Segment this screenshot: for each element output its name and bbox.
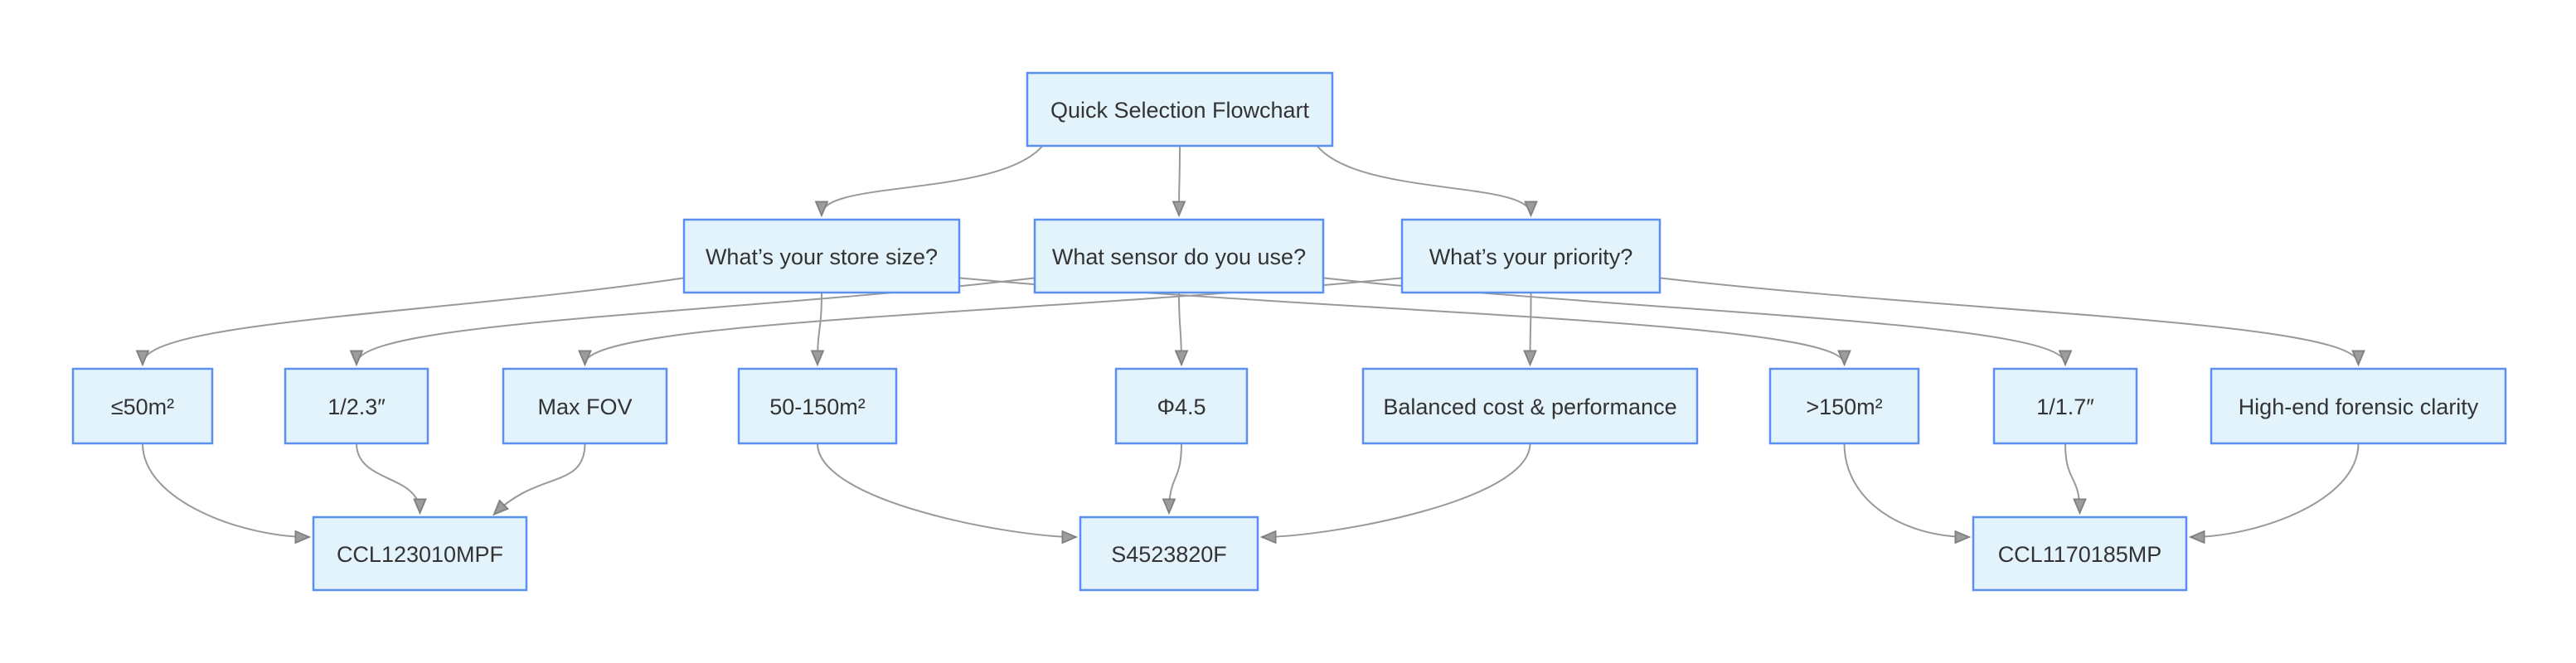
flowchart-edge-opt_1_23-to-prod_ccl123: [356, 443, 427, 515]
flowchart-node-root: Quick Selection Flowchart: [1026, 71, 1334, 148]
flowchart-node-opt_balanced: Balanced cost & performance: [1361, 367, 1699, 445]
node-label-opt_50_150: 50-150m²: [769, 394, 866, 419]
flowchart-node-opt_50_150: 50-150m²: [737, 367, 898, 445]
node-label-opt_gt150: >150m²: [1806, 394, 1882, 419]
node-label-q_priority: What’s your priority?: [1429, 244, 1633, 269]
flowchart-edge-q_priority-to-opt_highend: [1659, 277, 2365, 367]
flowchart-node-opt_1_23: 1/2.3″: [284, 367, 429, 445]
node-box-opt_le50: [71, 367, 214, 445]
edge-layer: [135, 145, 2365, 544]
flowchart-edge-opt_50_150-to-prod_s452: [817, 443, 1079, 544]
flowchart-edge-opt_1_17-to-prod_ccl117: [2064, 443, 2087, 515]
flowchart-edge-root-to-q_store: [814, 145, 1044, 218]
flowchart-edge-opt_balanced-to-prod_s452: [1259, 443, 1531, 544]
node-box-q_store: [682, 218, 961, 294]
node-label-root: Quick Selection Flowchart: [1050, 98, 1310, 123]
flowchart-node-opt_le50: ≤50m²: [71, 367, 214, 445]
node-box-prod_s452: [1079, 515, 1259, 592]
node-box-q_sensor: [1033, 218, 1325, 294]
flowchart-edge-q_store-to-opt_le50: [135, 277, 685, 367]
node-box-opt_1_17: [1992, 367, 2138, 445]
node-box-prod_ccl117: [1972, 515, 2188, 592]
flowchart-edge-opt_maxfov-to-prod_ccl123: [492, 443, 586, 516]
flowchart-node-opt_phi45: Φ4.5: [1114, 367, 1249, 445]
node-label-opt_1_17: 1/1.7″: [2036, 394, 2094, 419]
flowchart-edge-opt_le50-to-prod_ccl123: [142, 443, 312, 544]
node-box-opt_50_150: [737, 367, 898, 445]
flowchart-edge-opt_phi45-to-prod_s452: [1162, 443, 1182, 515]
flowchart-edge-root-to-q_sensor: [1172, 145, 1186, 218]
flowchart-node-q_sensor: What sensor do you use?: [1033, 218, 1325, 294]
flowchart-edge-q_store-to-opt_50_150: [810, 292, 825, 367]
flowchart-edge-opt_highend-to-prod_ccl117: [2188, 443, 2360, 544]
flowchart-node-opt_gt150: >150m²: [1768, 367, 1920, 445]
node-box-opt_1_23: [284, 367, 429, 445]
flowchart-edge-root-to-q_priority: [1316, 145, 1538, 218]
flowchart-edge-opt_gt150-to-prod_ccl117: [1843, 443, 1972, 544]
node-label-q_sensor: What sensor do you use?: [1052, 244, 1306, 269]
node-box-opt_maxfov: [502, 367, 668, 445]
flowchart-node-prod_s452: S4523820F: [1079, 515, 1259, 592]
node-box-opt_phi45: [1114, 367, 1249, 445]
node-box-opt_highend: [2210, 367, 2507, 445]
node-label-opt_le50: ≤50m²: [111, 394, 174, 419]
node-label-prod_s452: S4523820F: [1111, 542, 1227, 567]
node-label-opt_highend: High-end forensic clarity: [2239, 394, 2479, 419]
node-box-opt_balanced: [1361, 367, 1699, 445]
flowchart-node-q_store: What’s your store size?: [682, 218, 961, 294]
flowchart-node-opt_highend: High-end forensic clarity: [2210, 367, 2507, 445]
node-label-opt_phi45: Φ4.5: [1157, 394, 1206, 419]
node-label-opt_maxfov: Max FOV: [537, 394, 632, 419]
node-box-opt_gt150: [1768, 367, 1920, 445]
node-box-root: [1026, 71, 1334, 148]
node-label-opt_balanced: Balanced cost & performance: [1383, 394, 1676, 419]
flowchart-node-prod_ccl117: CCL1170185MP: [1972, 515, 2188, 592]
node-label-opt_1_23: 1/2.3″: [327, 394, 386, 419]
flowchart-node-prod_ccl123: CCL123010MPF: [312, 515, 528, 592]
node-box-q_priority: [1400, 218, 1662, 294]
flowchart-edge-q_sensor-to-opt_phi45: [1174, 292, 1189, 367]
node-label-prod_ccl117: CCL1170185MP: [1998, 542, 2162, 567]
flowchart-node-q_priority: What’s your priority?: [1400, 218, 1662, 294]
node-label-prod_ccl123: CCL123010MPF: [337, 542, 503, 567]
node-box-prod_ccl123: [312, 515, 528, 592]
flowchart-node-opt_maxfov: Max FOV: [502, 367, 668, 445]
node-label-q_store: What’s your store size?: [706, 244, 938, 269]
flowchart-node-opt_1_17: 1/1.7″: [1992, 367, 2138, 445]
